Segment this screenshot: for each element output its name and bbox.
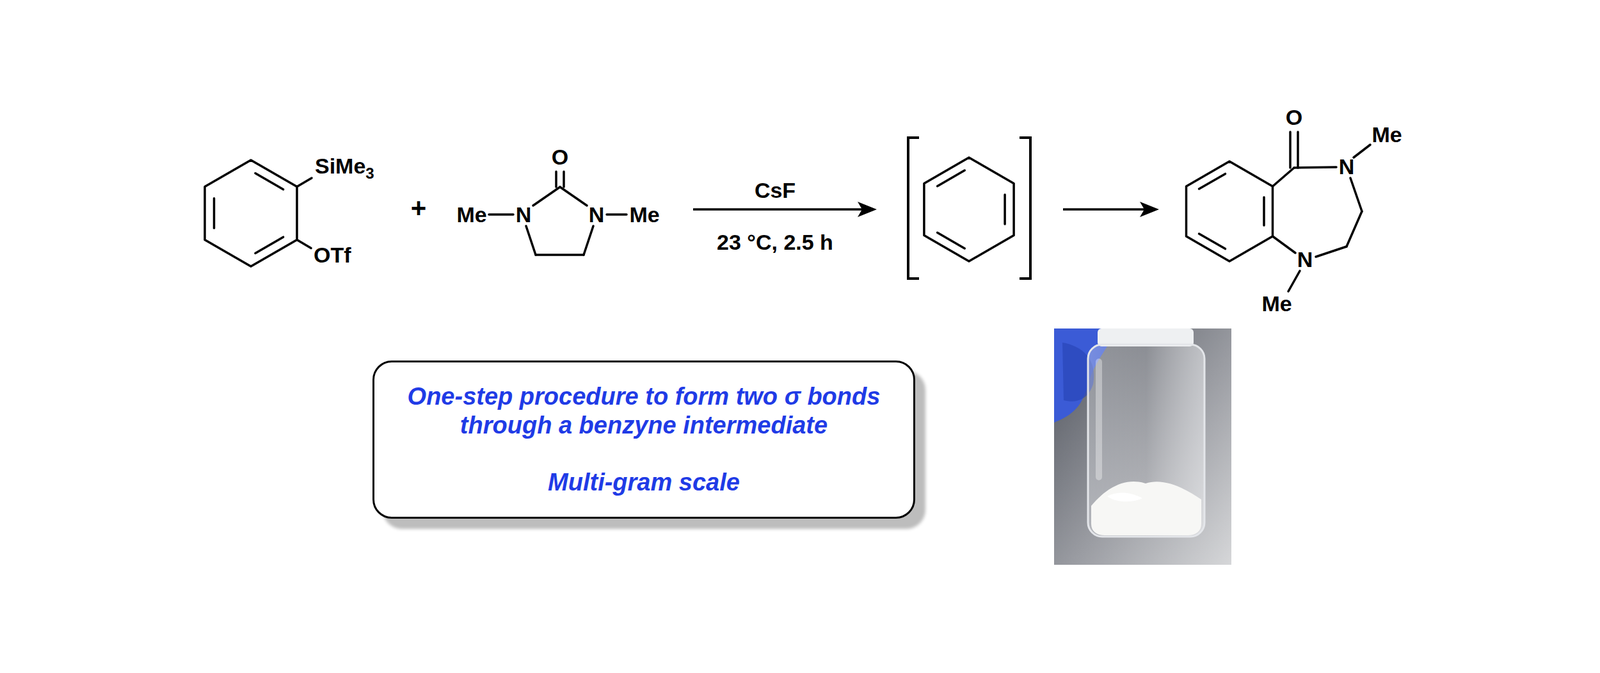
benzyne-ring [924,157,1014,262]
arrow-shaft [1063,208,1146,211]
bond [1272,167,1295,187]
white-powder [1091,481,1202,536]
atom-label: O [551,145,569,168]
reaction-arrow [693,201,877,217]
double-bond [1262,197,1266,226]
double-bond [1288,131,1292,168]
bracket [1019,137,1031,279]
summary-box: One-step procedure to form two σ bonds t… [372,360,916,519]
bond-lines [204,131,1371,292]
atom-label: Me [1261,292,1292,315]
glass-highlight [1095,358,1103,480]
bond [1350,177,1362,212]
reaction-condition: 23 °C, 2.5 h [716,231,834,253]
bond [606,213,627,216]
bond [533,186,560,206]
atom-label: Me [629,203,660,226]
atom-label: Me [1371,123,1402,146]
double-bond [1199,173,1226,189]
bond [583,225,594,255]
bond [560,186,587,206]
bond [296,177,312,187]
bond [1294,167,1337,168]
plus-sign: + [410,194,427,222]
double-bond [255,236,284,253]
arrow-head [857,201,877,217]
scale-text: Multi-gram scale [547,467,740,497]
bond [1315,246,1347,257]
atom-label: OTf [313,243,352,266]
reaction-arrow [1063,201,1160,217]
atom-label: O [1285,106,1303,128]
bond [535,253,584,256]
summary-text: One-step procedure to form two σ bonds t… [387,382,900,440]
atom-label: Me [456,203,487,226]
bond [296,240,312,249]
double-bond [1296,131,1300,168]
atom-label: N [1297,248,1314,271]
double-bond [255,173,284,190]
reaction-condition: CsF [754,179,796,201]
atom-label: N [515,203,532,226]
vial-glass [1088,344,1205,537]
powder-highlight [1107,492,1143,502]
atom-label: N [588,203,605,226]
double-bond [562,171,566,187]
arrow-shaft [693,208,863,211]
double-bond [554,171,558,187]
product-photo [1054,328,1232,565]
photo-background [1054,328,1232,565]
benzene-ring [204,160,297,267]
benzene-ring [1186,161,1273,262]
double-bond [937,170,966,187]
triple-bond [1003,194,1007,224]
bracket [908,137,920,279]
atom-label: N [1338,155,1355,178]
double-bond [1199,233,1226,249]
bond [1288,270,1300,292]
bond [488,213,514,216]
bond [1346,211,1362,247]
bond [1272,236,1296,253]
atom-label: SiMe3 [314,154,375,182]
double-bond [937,232,966,249]
double-bond [213,198,216,228]
bond [1353,144,1371,158]
arrow-head [1139,201,1160,217]
bond [526,225,536,255]
